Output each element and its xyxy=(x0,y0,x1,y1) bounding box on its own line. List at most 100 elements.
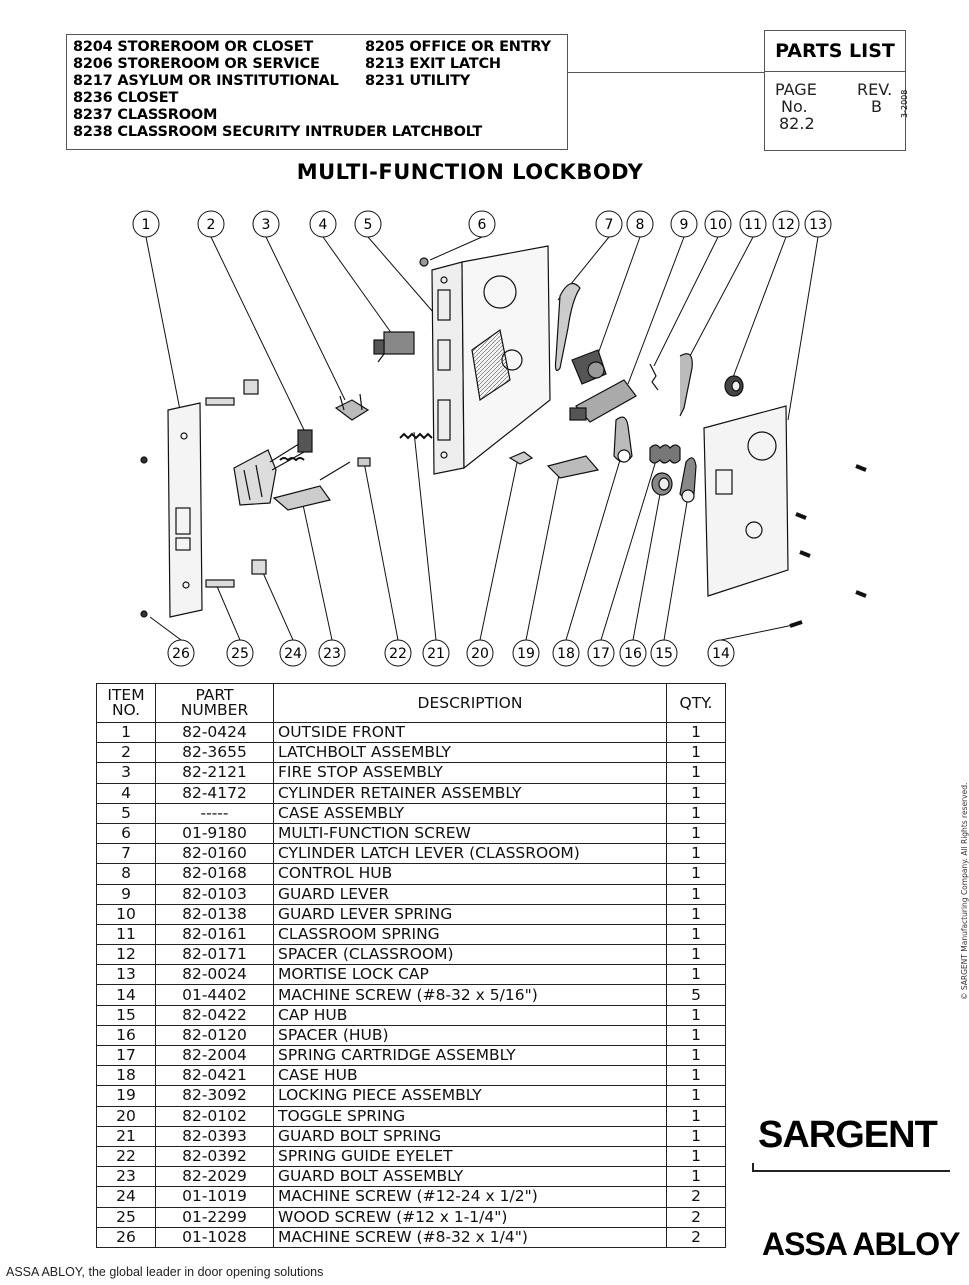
leader-line xyxy=(565,459,621,641)
callout-circle xyxy=(707,639,735,667)
wood-screw-parts xyxy=(205,379,267,588)
description-cell: CYLINDER RETAINER ASSEMBLY xyxy=(273,782,667,804)
callout-circle xyxy=(279,639,307,667)
qty-cell: 1 xyxy=(666,863,726,885)
qty-cell: 1 xyxy=(666,721,726,744)
part-number-cell: 01-1028 xyxy=(155,1226,274,1248)
description-cell: CONTROL HUB xyxy=(273,863,667,885)
part-number-cell: 82-0422 xyxy=(155,1004,274,1026)
qty-cell: 1 xyxy=(666,1065,726,1087)
qty-cell: 1 xyxy=(666,1105,726,1127)
item-no-cell: 3 xyxy=(96,762,156,784)
model-line: 8206 STOREROOM OR SERVICE xyxy=(73,56,320,72)
leader-line xyxy=(720,623,799,641)
tagline: ASSA ABLOY, the global leader in door op… xyxy=(6,1265,324,1279)
spacer-hub-part xyxy=(651,472,673,496)
spacer-classroom-part xyxy=(724,375,744,397)
sargent-logo: SARGENT xyxy=(758,1114,938,1156)
callout-number: 25 xyxy=(231,646,249,662)
part-number-cell: 82-0160 xyxy=(155,843,274,865)
leader-line xyxy=(731,236,787,381)
qty-cell: 1 xyxy=(666,1024,726,1047)
callout-circle xyxy=(132,210,160,238)
leader-line xyxy=(322,236,393,335)
leader-line xyxy=(632,493,661,641)
leader-line xyxy=(597,236,641,355)
leader-line xyxy=(479,457,519,641)
description-cell: GUARD LEVER xyxy=(273,883,667,905)
description-cell: MACHINE SCREW (#8-32 x 5/16") xyxy=(273,984,667,1006)
models-left-column: 8204 STOREROOM OR CLOSET 8206 STOREROOM … xyxy=(73,39,482,141)
description-cell: SPACER (HUB) xyxy=(273,1024,667,1047)
callout-circle xyxy=(804,210,832,238)
item-no-cell: 26 xyxy=(96,1226,156,1248)
callout-5: 5 xyxy=(354,210,382,238)
cylinder-retainer-part xyxy=(373,331,415,363)
callout-24: 24 xyxy=(279,639,307,667)
qty-cell: 1 xyxy=(666,1125,726,1147)
guard-lever-spring-part xyxy=(649,363,659,391)
model-line: 8204 STOREROOM OR CLOSET xyxy=(73,39,314,55)
brand-divider xyxy=(752,1170,950,1172)
model-line: 8236 CLOSET xyxy=(73,90,179,106)
callout-3: 3 xyxy=(252,210,280,238)
part-number-cell: 82-3092 xyxy=(155,1085,274,1107)
qty-cell: 2 xyxy=(666,1186,726,1208)
part-number-cell: 82-0161 xyxy=(155,923,274,946)
small-screw-part xyxy=(140,610,148,618)
callout-circle xyxy=(650,639,678,667)
page-label: PAGE xyxy=(775,80,817,99)
qty-cell: 1 xyxy=(666,822,726,845)
part-number-cell: 01-2299 xyxy=(155,1206,274,1228)
callout-circle xyxy=(466,639,494,667)
item-no-cell: 11 xyxy=(96,923,156,946)
item-no-cell: 24 xyxy=(96,1186,156,1208)
toggle-spring-part xyxy=(508,451,534,465)
leader-line xyxy=(301,499,333,641)
leader-line xyxy=(413,431,437,641)
item-no-cell: 13 xyxy=(96,964,156,986)
qty-cell: 1 xyxy=(666,782,726,804)
item-no-cell: 19 xyxy=(96,1085,156,1107)
leader-line xyxy=(210,236,306,433)
description-cell: LOCKING PIECE ASSEMBLY xyxy=(273,1085,667,1107)
qty-cell: 1 xyxy=(666,883,726,905)
part-number-cell: 82-0168 xyxy=(155,863,274,885)
callout-23: 23 xyxy=(318,639,346,667)
description-cell: SPRING CARTRIDGE ASSEMBLY xyxy=(273,1044,667,1067)
callout-7: 7 xyxy=(595,210,623,238)
description-cell: MORTISE LOCK CAP xyxy=(273,964,667,986)
assa-abloy-logo: ASSA ABLOY xyxy=(762,1226,960,1262)
part-number-cell: 82-0024 xyxy=(155,964,274,986)
qty-cell: 1 xyxy=(666,843,726,865)
part-number-cell: 82-3655 xyxy=(155,742,274,764)
callout-number: 14 xyxy=(712,646,730,662)
callout-circle xyxy=(626,210,654,238)
item-no-cell: 17 xyxy=(96,1044,156,1067)
callout-number: 20 xyxy=(471,646,489,662)
callout-11: 11 xyxy=(739,210,767,238)
item-no-cell: 2 xyxy=(96,742,156,764)
description-cell: GUARD BOLT ASSEMBLY xyxy=(273,1166,667,1188)
item-no-cell: 23 xyxy=(96,1166,156,1188)
callout-number: 26 xyxy=(172,646,190,662)
callout-22: 22 xyxy=(384,639,412,667)
callout-circle xyxy=(595,210,623,238)
leader-line xyxy=(525,469,561,641)
description-cell: TOGGLE SPRING xyxy=(273,1105,667,1127)
header-divider xyxy=(568,72,764,73)
rev-label: REV. xyxy=(857,80,893,99)
rev-value: B xyxy=(871,97,882,116)
callout-number: 9 xyxy=(680,217,689,233)
callout-4: 4 xyxy=(309,210,337,238)
screw-part xyxy=(419,257,429,267)
leader-line xyxy=(689,236,754,357)
callout-19: 19 xyxy=(512,639,540,667)
callout-18: 18 xyxy=(552,639,580,667)
guard-bolt-part xyxy=(272,461,351,511)
